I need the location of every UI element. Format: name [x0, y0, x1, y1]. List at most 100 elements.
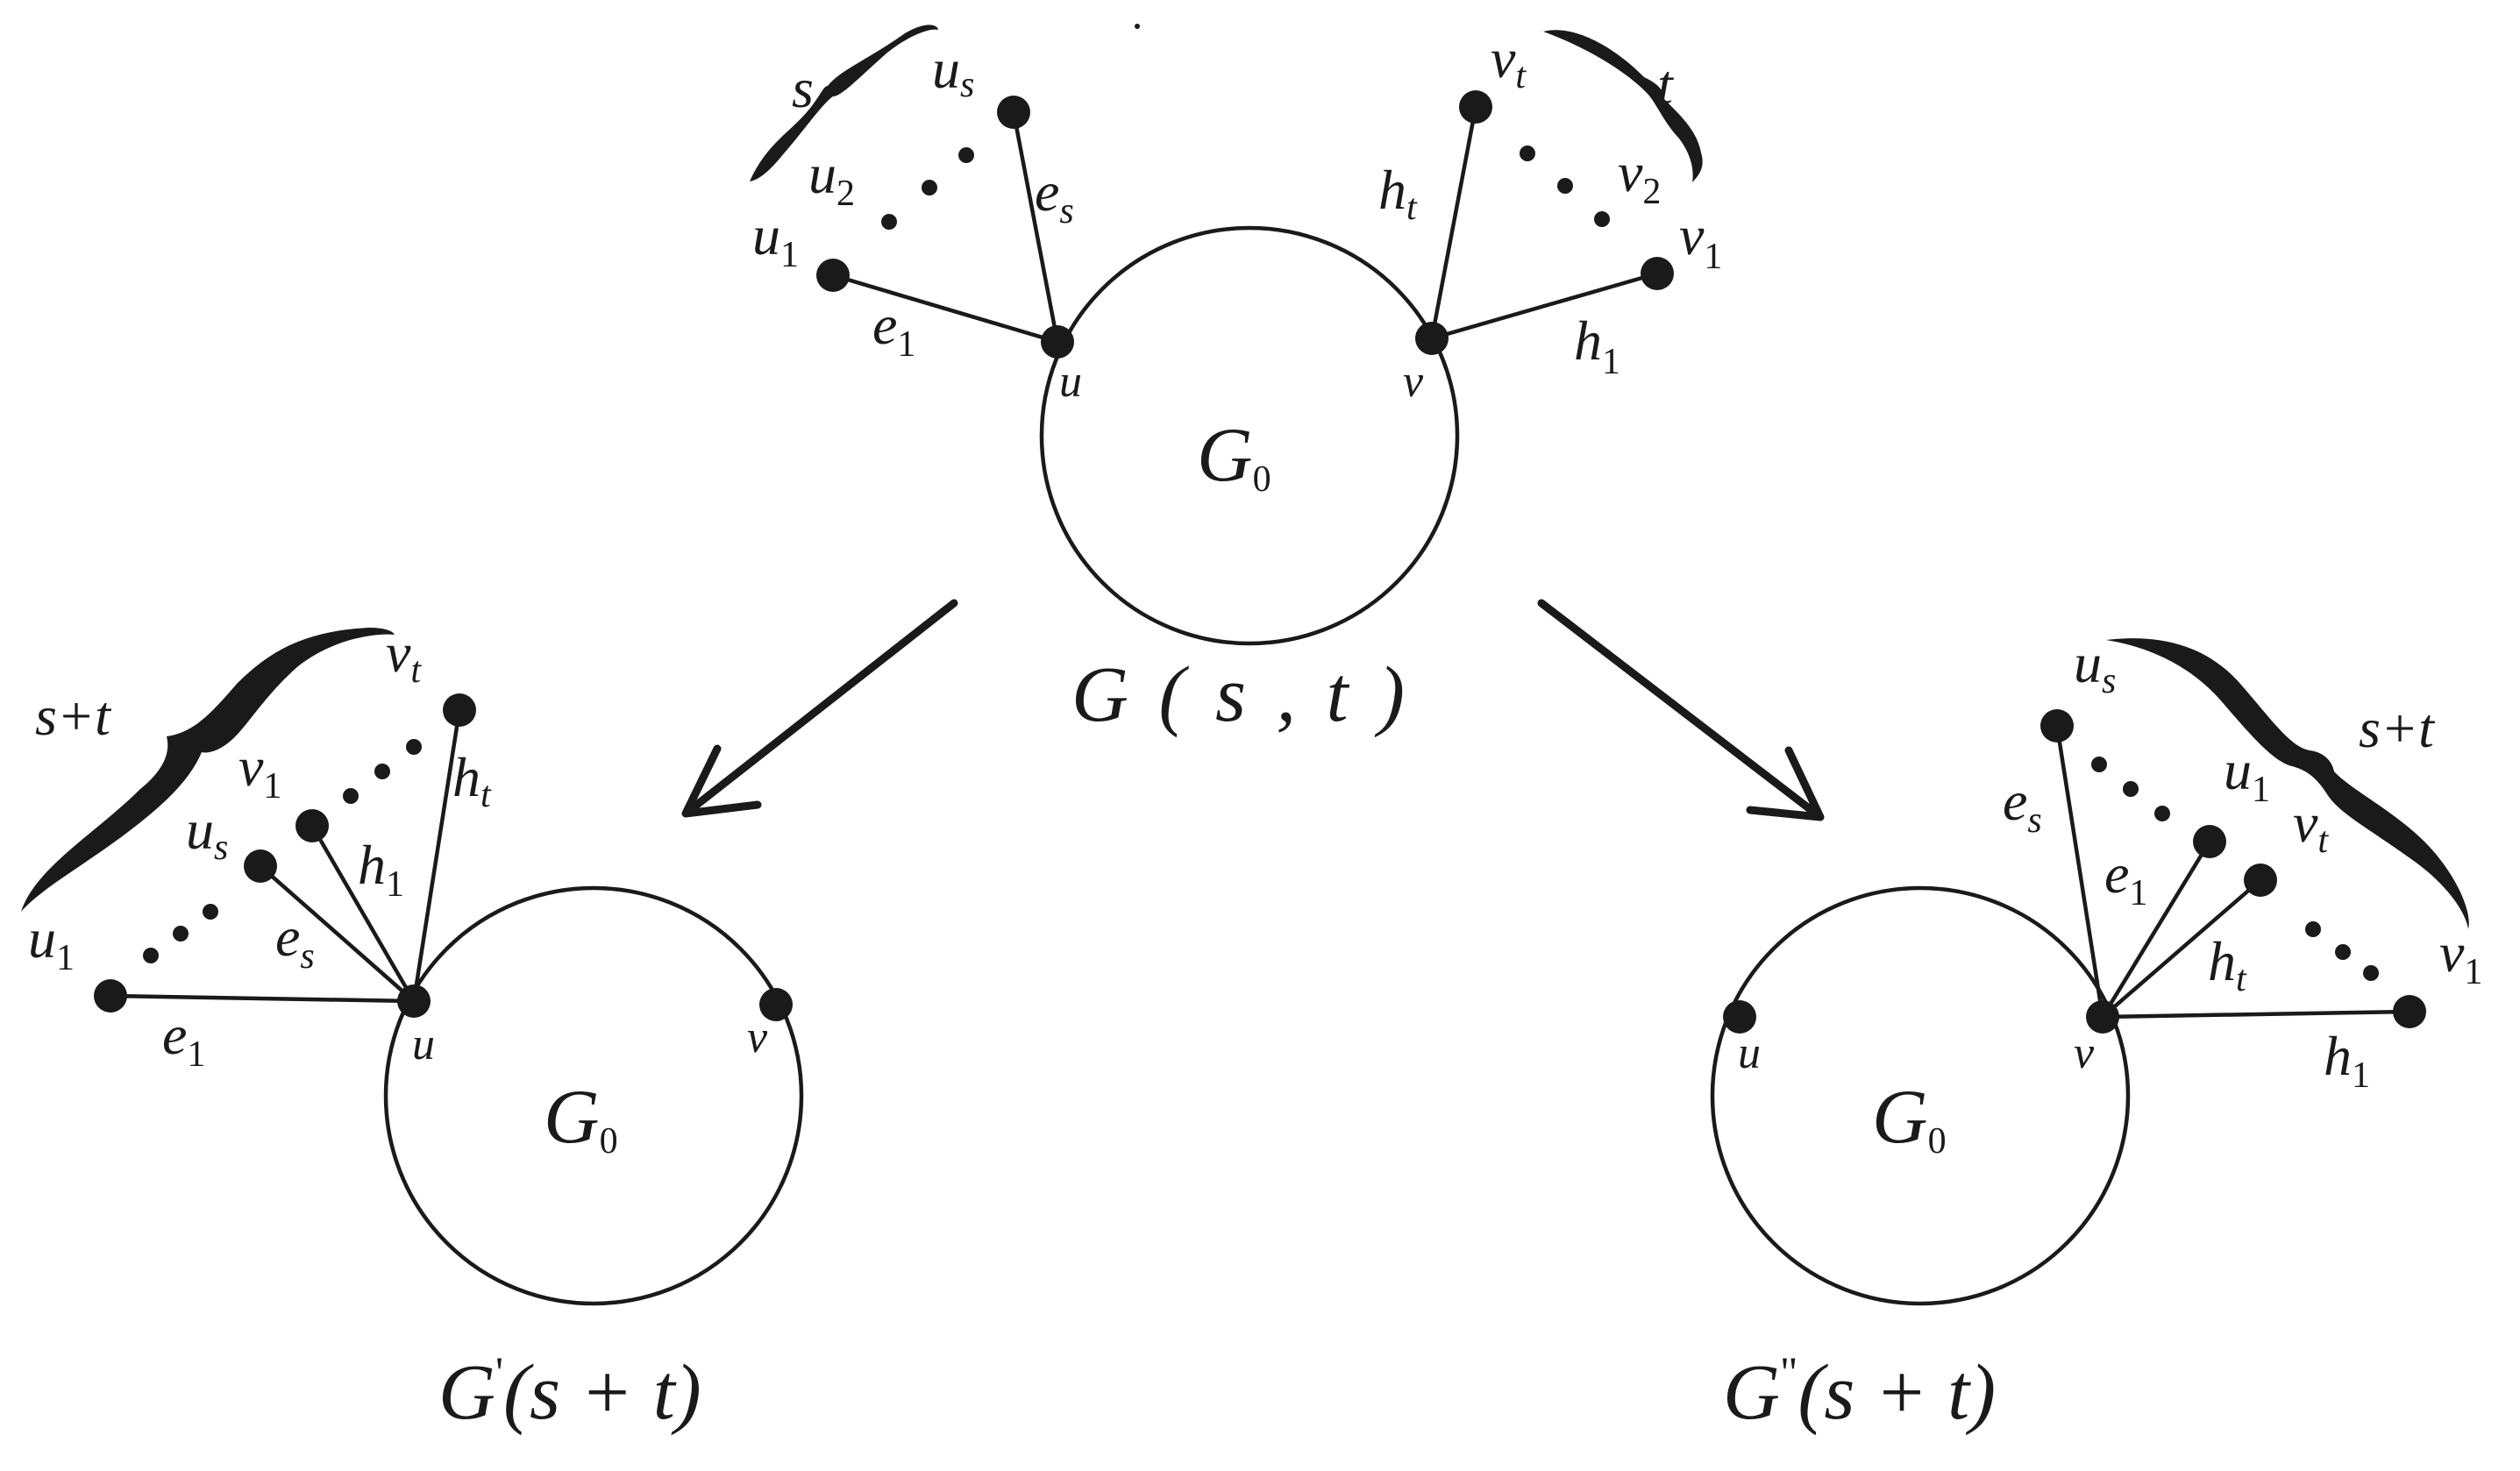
- top-brace-s: [750, 25, 938, 181]
- left-node-v: [759, 988, 793, 1021]
- top-edge-es: [1011, 111, 1060, 343]
- left-node-u: [397, 984, 431, 1018]
- top-label-es: es: [1035, 160, 1074, 231]
- left-label-v1: v1: [238, 736, 281, 807]
- top-u-dot: [881, 214, 897, 230]
- left-label-u: u: [412, 1020, 435, 1069]
- left-brace: [21, 628, 395, 912]
- top-node-v1: [1641, 257, 1674, 290]
- right-edge-e1: [2101, 840, 2211, 1019]
- left-node-v1: [295, 809, 329, 842]
- top-label-vt: vt: [1491, 27, 1527, 96]
- top-u-dot: [922, 180, 937, 195]
- top-node-u1: [816, 259, 850, 292]
- right-edge-h1: [2102, 1009, 2410, 1020]
- top-label-us: us: [932, 38, 974, 105]
- top-caption: G ( s , t ): [1071, 651, 1410, 738]
- right-g0-label: G0: [1872, 1075, 1947, 1162]
- top-brace-t: [1543, 30, 1703, 182]
- right-label-ht: ht: [2208, 930, 2247, 999]
- right-brace: [2106, 638, 2469, 929]
- right-node-v1: [2393, 995, 2426, 1028]
- top-v-dot: [1520, 146, 1535, 161]
- right-caption: G"(s + t): [1723, 1347, 1996, 1436]
- right-label-u: u: [1738, 1028, 1761, 1078]
- top-label-u1: u1: [752, 204, 799, 275]
- right-label-us: us: [2074, 632, 2116, 701]
- left-label-v: v: [747, 1013, 768, 1062]
- top-label-v2: v2: [1618, 141, 1661, 212]
- left-node-vt: [443, 693, 476, 727]
- right-graph: G0 u v us u1 vt v1 es e1 ht h1 s+t G"(s …: [1710, 632, 2482, 1436]
- top-edge-ht: [1429, 106, 1478, 339]
- right-node-us: [2040, 709, 2074, 743]
- left-brace-label: s+t: [35, 685, 112, 747]
- left-u-dot: [203, 904, 218, 920]
- left-v-dot: [343, 788, 359, 804]
- arrows: [681, 599, 1825, 821]
- top-label-v: v: [1403, 357, 1424, 407]
- top-node-us: [997, 96, 1030, 129]
- right-label-es: es: [2003, 770, 2042, 841]
- stray-dot: [1135, 24, 1140, 29]
- top-label-v1: v1: [1679, 204, 1722, 277]
- left-edge-es: [259, 864, 416, 1003]
- top-node-v: [1415, 322, 1449, 355]
- right-label-v1: v1: [2439, 921, 2482, 992]
- top-label-h1: h1: [1574, 309, 1620, 382]
- left-u-dot: [173, 926, 189, 942]
- right-edge-es: [2054, 725, 2105, 1018]
- top-graph: G0 u v u1 u2 us e1 es h1 ht v1 v2 vt s t…: [750, 25, 1722, 738]
- left-label-es: es: [275, 906, 315, 977]
- right-node-vt: [2244, 863, 2277, 897]
- right-v-dot: [2305, 921, 2321, 937]
- left-caption: G'(s + t): [438, 1347, 701, 1436]
- left-v-dot: [406, 739, 422, 755]
- left-graph: G0 u v u1 us v1 vt e1 es h1 ht s+t G'(s …: [21, 622, 804, 1436]
- top-brace-t-label: t: [1657, 53, 1675, 116]
- right-label-e1: e1: [2104, 842, 2147, 913]
- top-label-ht: ht: [1378, 159, 1418, 228]
- left-edge-e1: [110, 993, 415, 1004]
- right-label-v: v: [2074, 1028, 2095, 1078]
- right-u-dot: [2123, 781, 2139, 797]
- left-edge-ht: [411, 709, 462, 1002]
- left-node-u1: [94, 979, 127, 1013]
- top-label-u2: u2: [808, 143, 855, 214]
- left-node-us: [244, 849, 277, 883]
- right-v-dot: [2335, 944, 2351, 960]
- left-label-us: us: [186, 799, 228, 868]
- right-g0-circle: [1710, 885, 2131, 1306]
- top-u-dot: [958, 147, 974, 163]
- left-label-e1: e1: [162, 1004, 205, 1075]
- top-label-u: u: [1059, 357, 1082, 407]
- left-g0-label: G0: [544, 1075, 618, 1162]
- left-label-vt: vt: [386, 622, 422, 691]
- top-v-dot: [1594, 211, 1610, 227]
- left-label-ht: ht: [452, 746, 492, 815]
- right-brace-label: s+t: [2359, 697, 2436, 759]
- top-g0-label: G0: [1197, 413, 1271, 500]
- right-label-u1: u1: [2224, 739, 2270, 810]
- left-u-dot: [143, 948, 159, 963]
- right-u-dot: [2091, 757, 2107, 772]
- arrow-to-left: [681, 599, 958, 818]
- right-v-dot: [2363, 965, 2379, 981]
- right-label-vt: vt: [2293, 792, 2329, 861]
- right-label-h1: h1: [2324, 1025, 2370, 1096]
- left-v-dot: [374, 764, 390, 779]
- top-label-e1: e1: [872, 294, 915, 365]
- arrow-to-right: [1537, 599, 1825, 821]
- left-label-u1: u1: [28, 907, 75, 978]
- right-node-v: [2086, 1000, 2119, 1034]
- top-g0-circle: [1039, 225, 1460, 646]
- top-node-vt: [1459, 90, 1492, 124]
- left-edge-h1: [310, 824, 416, 1003]
- right-node-u: [1723, 1000, 1756, 1034]
- top-node-u: [1041, 325, 1074, 359]
- top-brace-s-label: s: [792, 57, 814, 119]
- right-node-u1: [2193, 825, 2226, 858]
- right-u-dot: [2154, 806, 2170, 821]
- right-edge-ht: [2101, 878, 2262, 1019]
